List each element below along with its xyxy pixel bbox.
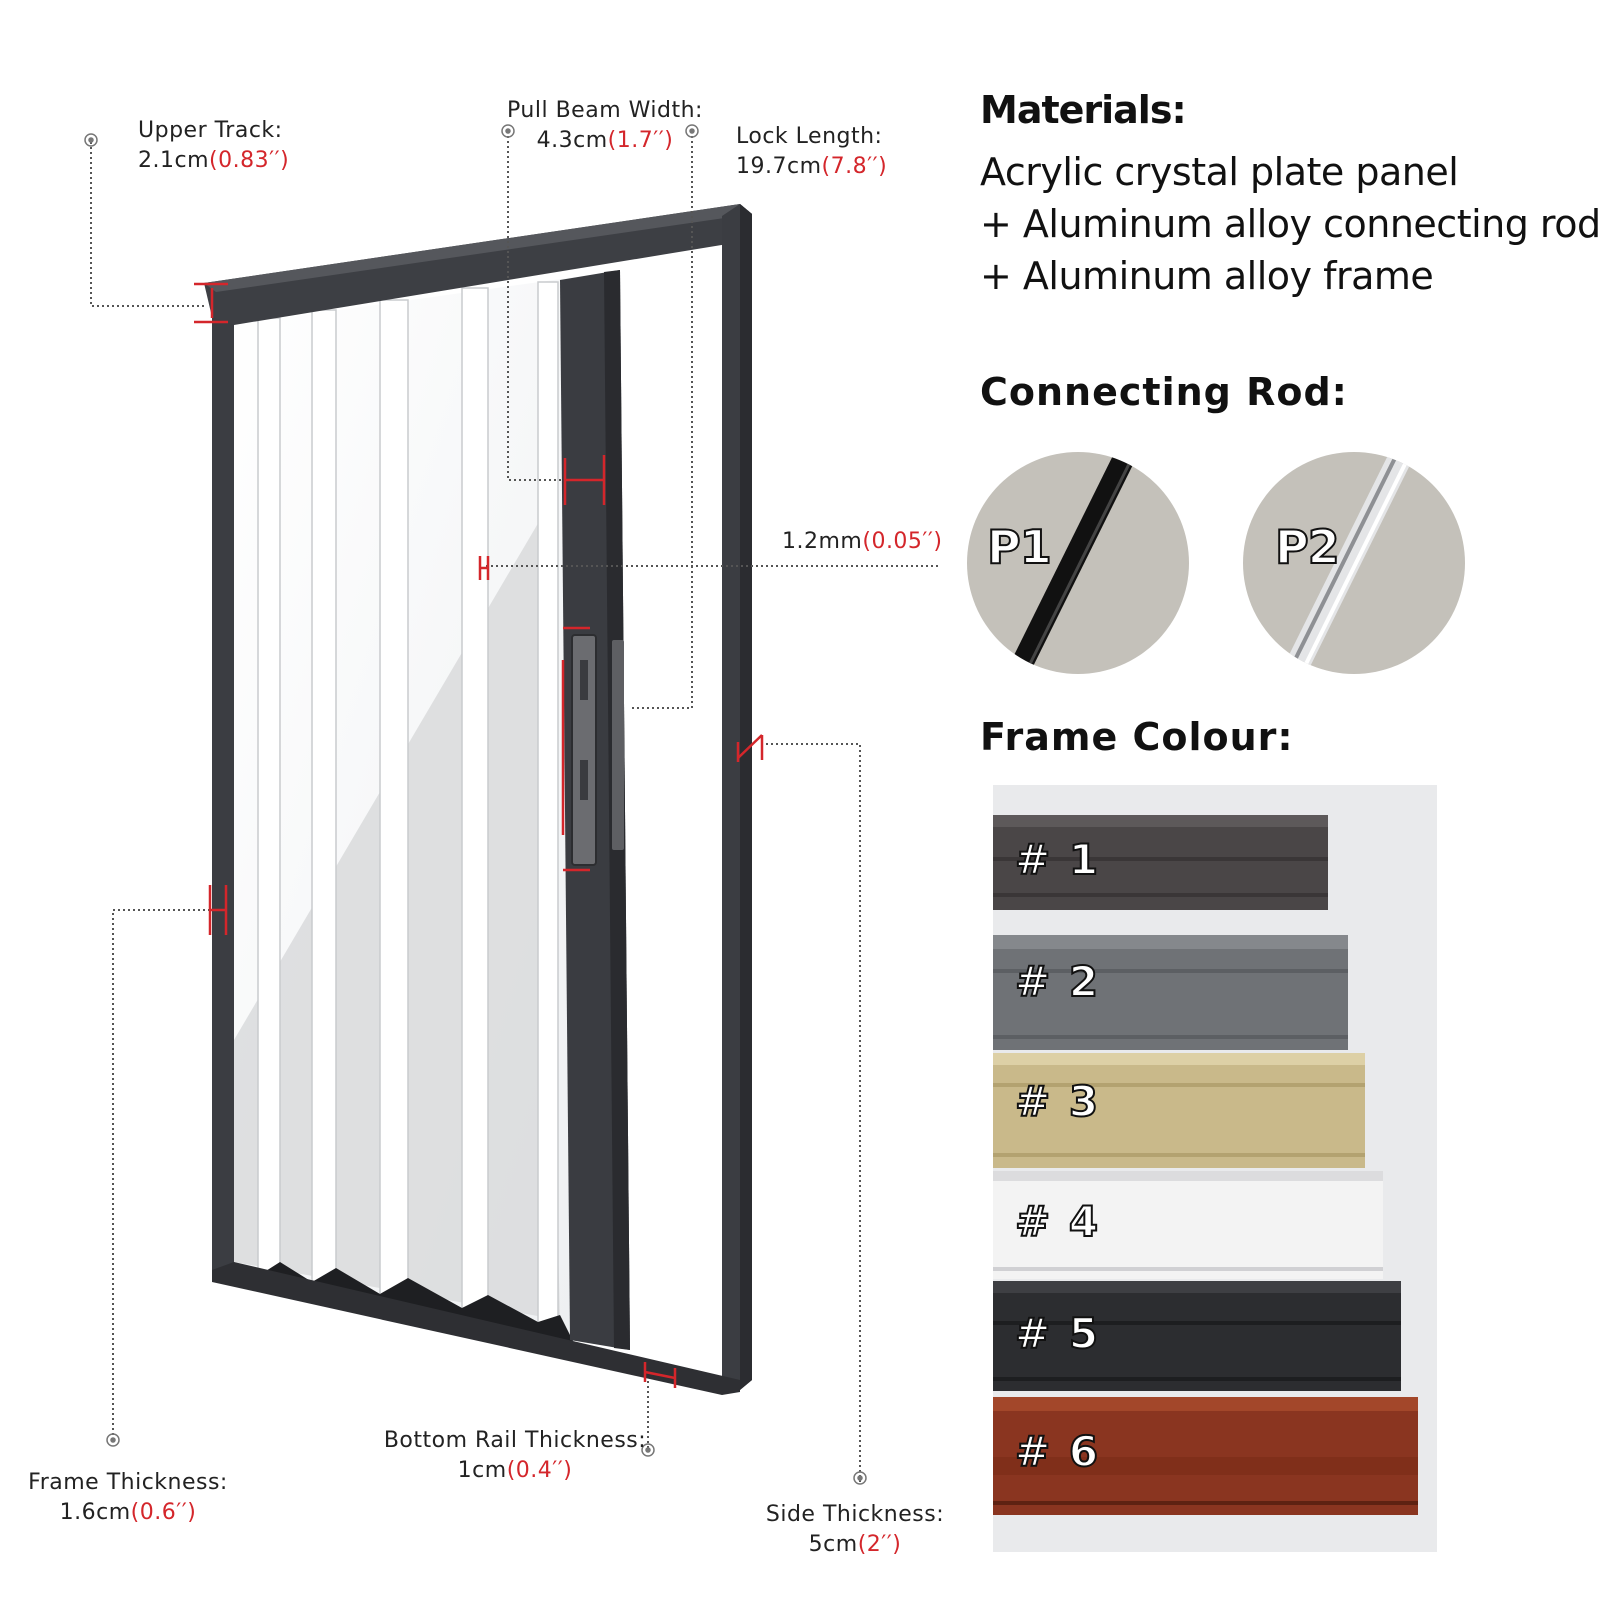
frame-swatch-6: # 6: [993, 1397, 1418, 1515]
connecting-rod-heading: Connecting Rod:: [980, 370, 1348, 414]
swatch-1-profile: [993, 815, 1328, 910]
bottom-rail-thickness-label: Bottom Rail Thickness: 1cm(0.4′′): [383, 1428, 647, 1483]
materials-heading: Materials:: [980, 88, 1187, 132]
frame-thickness-label: Frame Thickness: 1.6cm(0.6′′): [28, 1470, 228, 1525]
materials-line-1: Acrylic crystal plate panel: [980, 150, 1459, 194]
frame-swatch-1: # 1: [993, 815, 1328, 910]
materials-line-3: + Aluminum alloy frame: [980, 254, 1434, 298]
side-thickness-label: Side Thickness: 5cm(2′′): [765, 1502, 945, 1557]
frame-swatch-3: # 3: [993, 1053, 1365, 1168]
rod-option-p1: P1: [967, 452, 1189, 674]
rod-p2-swatch: [1282, 452, 1414, 674]
panel-thickness-label: 1.2mm(0.05′′): [782, 529, 943, 554]
swatch-1-label: # 1: [1014, 834, 1101, 885]
swatch-4-profile: [993, 1171, 1383, 1279]
swatch-3-label: # 3: [1014, 1076, 1101, 1127]
lock: [571, 634, 597, 866]
panel-pleats: [257, 281, 559, 1333]
materials-line-2: + Aluminum alloy connecting rod: [980, 202, 1600, 246]
frame-swatch-5: # 5: [993, 1281, 1401, 1391]
upper-track-label: Upper Track: 2.1cm(0.83′′): [138, 118, 290, 173]
swatch-3-profile: [993, 1053, 1365, 1168]
frame-swatch-2: # 2: [993, 935, 1348, 1050]
frame-swatch-4: # 4: [993, 1171, 1383, 1279]
frame-colour-heading: Frame Colour:: [980, 715, 1294, 759]
dimension-markers: [84, 124, 867, 1485]
frame-colour-swatches: # 1 # 2 # 3 # 4: [993, 785, 1437, 1552]
rod-p1-swatch: [1007, 452, 1137, 674]
swatch-2-label: # 2: [1014, 956, 1101, 1007]
pull-beam-width-label: Pull Beam Width: 4.3cm(1.7′′): [507, 98, 703, 153]
leader-lines: [90, 131, 940, 1482]
swatch-6-label: # 6: [1014, 1426, 1101, 1477]
swatch-6-profile: [993, 1397, 1418, 1515]
swatch-4-label: # 4: [1014, 1196, 1101, 1247]
swatch-2-profile: [993, 935, 1348, 1050]
door-diagram: [84, 124, 940, 1485]
frame-left-post: [212, 312, 234, 1280]
rod-p1-label: P1: [986, 519, 1053, 575]
rod-p2-label: P2: [1274, 519, 1341, 575]
red-dimension-marks: [194, 282, 764, 1388]
swatch-5-profile: [993, 1281, 1401, 1391]
rod-option-p2: P2: [1243, 452, 1465, 674]
frame-upper-track: [204, 204, 752, 325]
lock-length-label: Lock Length: 19.7cm(7.8′′): [736, 124, 888, 179]
frame-bottom-rail: [212, 1262, 740, 1395]
swatch-5-label: # 5: [1014, 1308, 1101, 1359]
